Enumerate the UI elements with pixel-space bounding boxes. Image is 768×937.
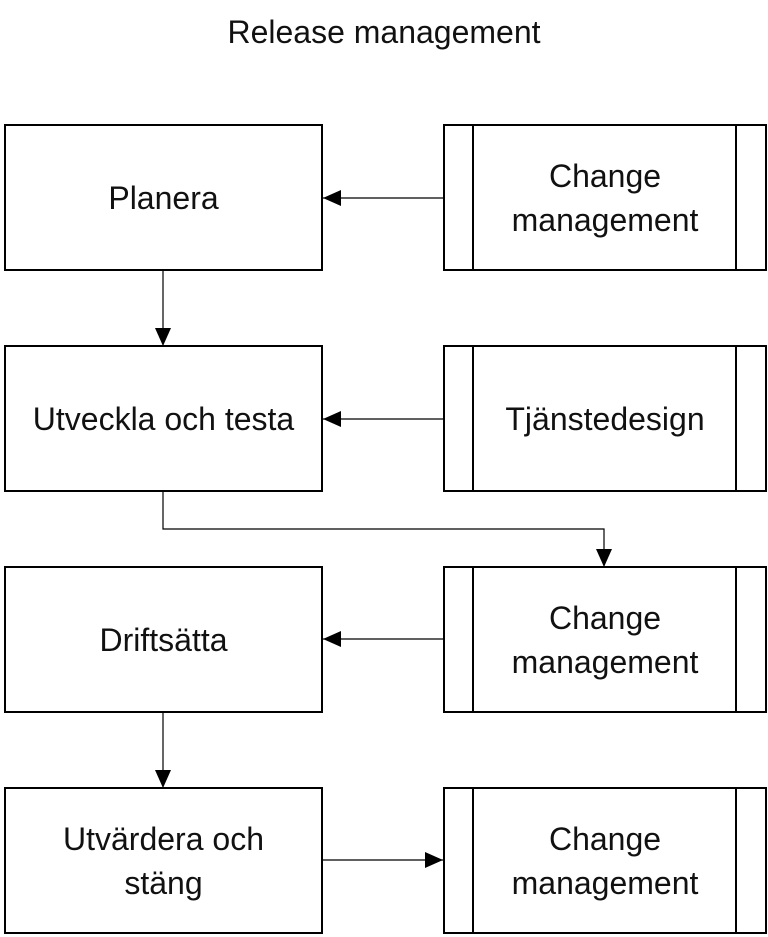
step-label: Driftsätta <box>99 621 228 658</box>
step-label: Planera <box>108 179 219 216</box>
step-label: Utvärdera och stäng <box>63 820 264 901</box>
arrow-utveckla-to-change <box>162 492 612 567</box>
step-label: Utveckla och testa <box>32 400 295 437</box>
subprocess-change-management-3: Change management <box>443 787 767 934</box>
subprocess-change-management-1: Change management <box>443 124 767 271</box>
process-step-planera: Planera <box>4 124 323 271</box>
subprocess-label: Change management <box>511 820 699 901</box>
subprocess-label: Tjänstedesign <box>505 400 705 437</box>
process-step-utveckla-och-testa: Utveckla och testa <box>4 345 323 492</box>
diagram-title: Release management <box>227 14 541 50</box>
subprocess-label: Change management <box>511 599 699 680</box>
process-step-driftsatta: Driftsätta <box>4 566 323 713</box>
subprocess-label: Change management <box>511 157 699 238</box>
subprocess-change-management-2: Change management <box>443 566 767 713</box>
process-step-utvardera-och-stang: Utvärdera och stäng <box>4 787 323 934</box>
subprocess-tjanstedesign: Tjänstedesign <box>443 345 767 492</box>
